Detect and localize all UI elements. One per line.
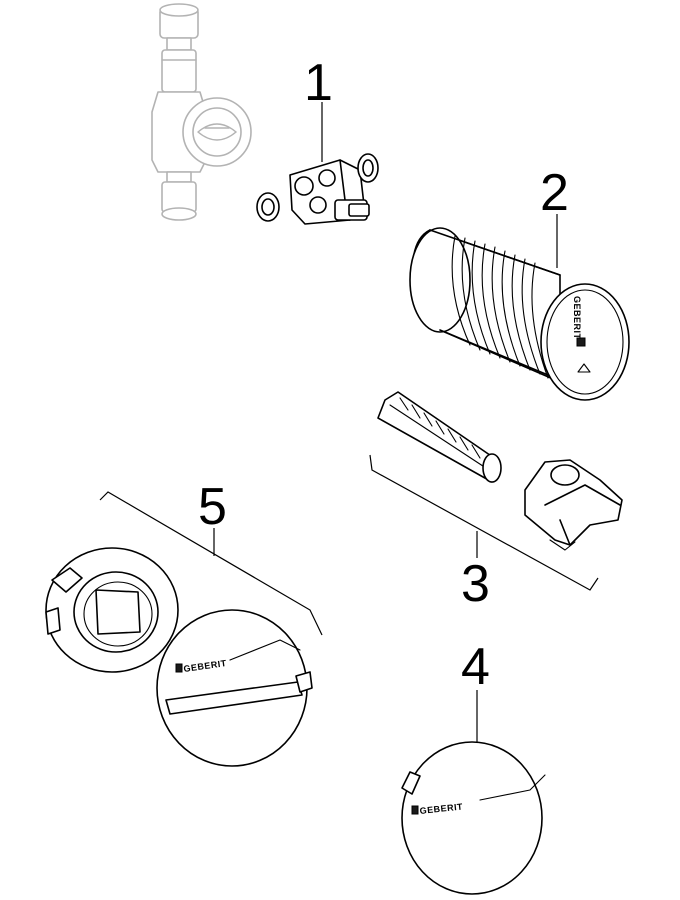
pipe-fitting-ghost [151, 3, 252, 221]
trim-ring-and-cover-part [45, 491, 323, 767]
valve-insert-part [256, 153, 379, 225]
callout-5: 5 [198, 478, 227, 536]
cover-plate-part [401, 741, 546, 895]
callout-4: 4 [461, 638, 490, 696]
callout-1: 1 [304, 54, 333, 112]
callout-2: 2 [540, 164, 569, 222]
housing-part [409, 227, 630, 401]
brand-label-housing: GEBERIT [572, 296, 582, 340]
callout-3: 3 [461, 555, 490, 613]
spacer-and-bracket-part [369, 391, 623, 591]
leader-lines [213, 102, 558, 742]
brand-label-cover-4: GEBERIT [419, 801, 463, 815]
